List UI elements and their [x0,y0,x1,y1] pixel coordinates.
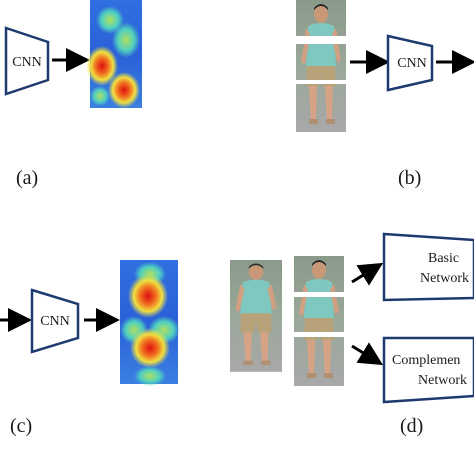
cnn-box-c [30,288,80,354]
cnn-box-a [4,26,50,96]
complement-network-label-1: Complemen [392,353,460,368]
panel-label-a: (a) [16,167,38,189]
heatmap-a [86,0,142,108]
complement-network-box [382,336,474,404]
complement-network-label-2: Network [418,373,467,388]
panel-label-b: (b) [398,167,421,189]
cnn-label-a: CNN [12,55,42,70]
cnn-label-c: CNN [40,314,70,329]
panel-label-d: (d) [400,415,423,437]
full-person-image-d [230,260,282,372]
cnn-label-b: CNN [397,56,427,71]
panel-a: CNN (a) [4,0,142,189]
heatmap-c [120,260,180,386]
panel-label-c: (c) [10,415,32,437]
panel-b: CNN (b) [296,0,474,189]
basic-network-label-2: Network [420,271,469,286]
basic-network-box [382,232,474,302]
arrow-d-basic [351,262,384,286]
panel-c: CNN (c) [0,260,180,437]
basic-network-label-1: Basic [428,251,459,266]
cnn-box-b [386,34,434,92]
panel-d: Basic Network Complemen Network (d) [230,232,474,437]
arrow-d-complement [351,342,384,366]
